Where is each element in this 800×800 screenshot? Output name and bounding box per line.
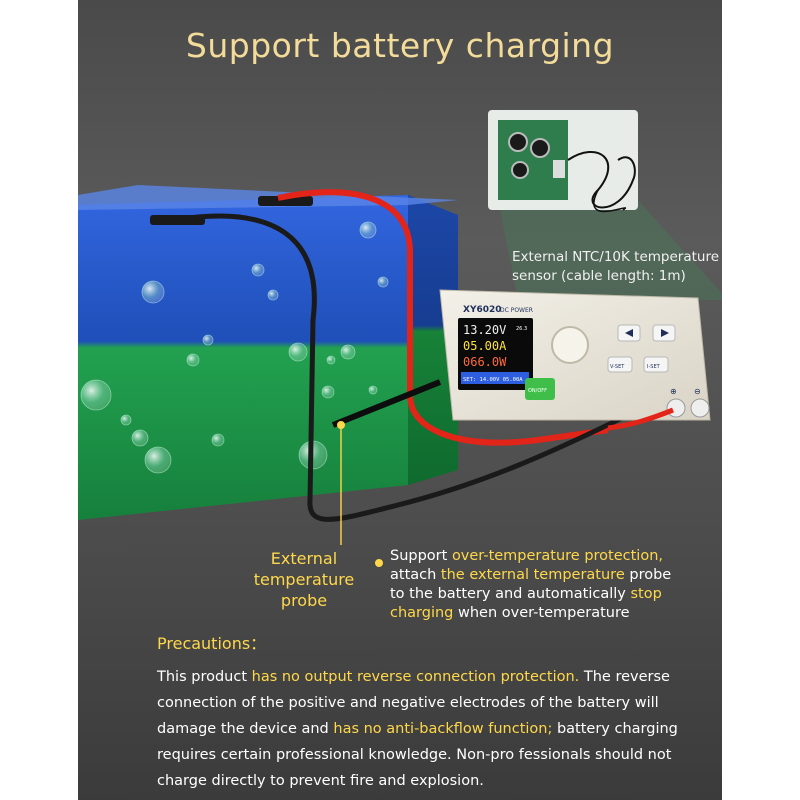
protection-highlight: charging (390, 605, 454, 621)
set-readout: SET: 14.00V 05.00A (463, 377, 523, 383)
precautions-highlight: has no anti-backflow function; (333, 721, 553, 737)
temp-reading: 26.3 (516, 326, 527, 332)
precautions-highlight: has no output reverse connection protect… (251, 669, 580, 685)
protection-highlight: over-temperature protection, (451, 548, 664, 564)
protection-highlight: the external temperature (440, 567, 625, 583)
precautions-text: This product (157, 669, 252, 685)
protection-text: when over-temperature (453, 605, 630, 621)
device-brand: XY6020 (463, 305, 502, 315)
onoff-button (525, 378, 555, 400)
probe-callout: External temperature probe (244, 548, 364, 611)
sensor-callout-line1: External NTC/10K temperature (512, 249, 720, 265)
onoff-label[interactable]: ON/OFF (528, 388, 547, 394)
voltage-reading: 13.20V (463, 323, 506, 337)
probe-marker-dot (337, 421, 345, 429)
iset-label[interactable]: I-SET (647, 364, 661, 370)
precautions-section: Precautions： This product has no output … (157, 630, 717, 794)
precautions-body: This product has no output reverse conne… (157, 664, 717, 794)
black-wire (162, 213, 640, 522)
sensor-callout: External NTC/10K temperature sensor (cab… (512, 248, 722, 286)
product-image-panel: XY6020 DC POWER 13.20V 05.00A 066.0W 26.… (78, 0, 722, 800)
protection-highlight: stop (630, 586, 662, 602)
device-subtitle: DC POWER (500, 307, 533, 314)
probe-callout-line3: probe (280, 591, 328, 610)
protection-text: to the battery and automatically (390, 586, 631, 602)
current-reading: 05.00A (463, 339, 507, 353)
vset-label[interactable]: V-SET (610, 364, 625, 370)
power-supply-device (439, 289, 711, 431)
precautions-title: Precautions： (157, 634, 267, 653)
rotary-knob (551, 326, 589, 364)
protection-text: attach (390, 567, 441, 583)
minus-terminal-label: ⊖ (694, 387, 701, 396)
sensor-photo (488, 110, 638, 213)
probe-callout-line2: temperature (253, 570, 355, 589)
probe-cable (331, 379, 442, 428)
precautions-text: The reverse connection of the positive a… (157, 669, 670, 737)
plus-terminal-label: ⊕ (670, 387, 677, 396)
sensor-callout-line2: sensor (cable length: 1m) (512, 268, 686, 284)
battery (78, 185, 458, 520)
power-reading: 066.0W (463, 355, 507, 369)
precautions-text: battery charging requires certain profes… (157, 721, 678, 789)
probe-callout-line1: External (270, 549, 338, 568)
red-wire (277, 189, 609, 446)
sensor-glow (498, 200, 722, 300)
protection-text: probe (624, 567, 672, 583)
page-title: Support battery charging (185, 26, 615, 65)
protection-text: Support (390, 548, 452, 564)
illustration: XY6020 DC POWER 13.20V 05.00A 066.0W 26.… (78, 110, 722, 545)
bullet-dot (375, 559, 383, 567)
protection-callout: Support over-temperature protection, att… (390, 547, 690, 623)
